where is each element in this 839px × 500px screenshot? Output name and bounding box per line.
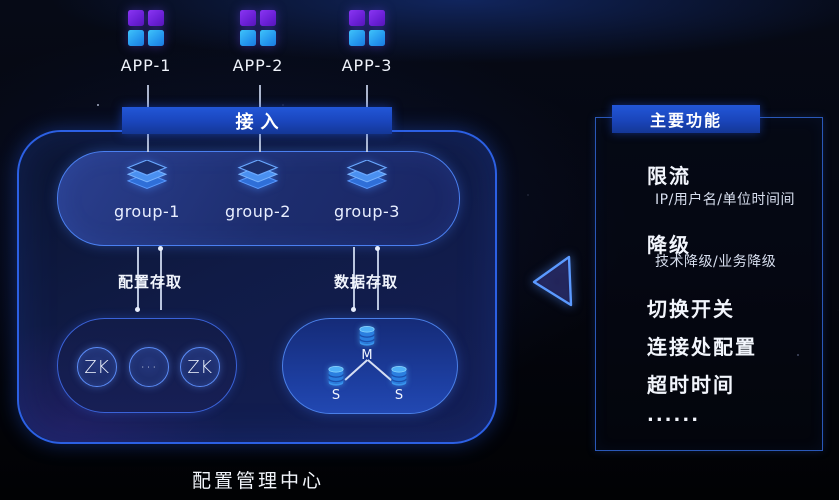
- app-node-3: APP-3: [317, 10, 417, 75]
- feature-title: 连接处配置: [647, 335, 757, 359]
- zk-node-label: ZK: [84, 356, 110, 378]
- group-node-1: group-1: [97, 160, 197, 221]
- app-label: APP-2: [232, 56, 284, 75]
- database-icon: [328, 366, 344, 386]
- flow-label-config: 配置存取: [117, 273, 183, 291]
- feature-ellipsis: ......: [647, 405, 701, 426]
- zk-node: ZK: [77, 347, 117, 387]
- diagram-caption: 配置管理中心: [191, 470, 325, 492]
- feature-title: 切换开关: [647, 297, 735, 321]
- feature-title: 限流: [647, 164, 691, 188]
- layers-icon: [237, 160, 279, 190]
- zk-node-label: ZK: [187, 356, 213, 378]
- connector-line: [147, 134, 149, 152]
- app-grid-icon: [240, 10, 276, 46]
- arrow-endpoint-dot: [135, 307, 140, 312]
- app-node-1: APP-1: [96, 10, 196, 75]
- feature-title: 超时时间: [647, 373, 735, 397]
- database-icon: [391, 366, 407, 386]
- feature-subtitle: 技术降级/业务降级: [655, 254, 777, 270]
- app-label: APP-1: [120, 56, 172, 75]
- connector-line: [259, 134, 261, 152]
- arrow-endpoint-dot: [351, 307, 356, 312]
- arrow-endpoint-dot: [375, 246, 380, 251]
- layers-icon: [346, 160, 388, 190]
- connector-line: [147, 85, 149, 108]
- features-panel-title: 主要功能: [612, 105, 760, 133]
- feature-title: 降级: [647, 233, 691, 257]
- db-slave-label: S: [331, 388, 341, 403]
- flow-arrow-up: [160, 247, 162, 310]
- arrow-endpoint-dot: [158, 246, 163, 251]
- flow-arrow-up: [377, 247, 379, 310]
- db-slave-label: S: [394, 388, 404, 403]
- background-stars: [97, 104, 99, 106]
- layers-icon: [126, 160, 168, 190]
- connector-line: [259, 85, 261, 108]
- database-icon: [359, 326, 375, 346]
- group-label: group-2: [225, 202, 291, 221]
- flow-label-data: 数据存取: [333, 273, 399, 291]
- access-bar: 接入: [122, 107, 392, 134]
- flow-arrow-down: [137, 247, 139, 310]
- zk-node-ellipsis: ···: [129, 347, 169, 387]
- app-node-2: APP-2: [208, 10, 308, 75]
- left-pointer-triangle-icon: [532, 255, 573, 307]
- group-label: group-1: [114, 202, 180, 221]
- app-grid-icon: [349, 10, 385, 46]
- db-master-label: M: [361, 348, 373, 363]
- group-node-3: group-3: [317, 160, 417, 221]
- connector-line: [366, 134, 368, 152]
- group-node-2: group-2: [208, 160, 308, 221]
- app-label: APP-3: [341, 56, 393, 75]
- group-label: group-3: [334, 202, 400, 221]
- feature-subtitle: IP/用户名/单位时间间: [655, 192, 796, 208]
- flow-arrow-down: [353, 247, 355, 310]
- app-grid-icon: [128, 10, 164, 46]
- connector-line: [366, 85, 368, 108]
- db-slave-node: S: [390, 365, 408, 403]
- db-master-node: M: [358, 325, 376, 363]
- zk-node: ZK: [180, 347, 220, 387]
- db-cluster-box: [282, 318, 458, 414]
- db-slave-node: S: [327, 365, 345, 403]
- ellipsis-label: ···: [140, 358, 158, 376]
- features-panel: [595, 117, 823, 451]
